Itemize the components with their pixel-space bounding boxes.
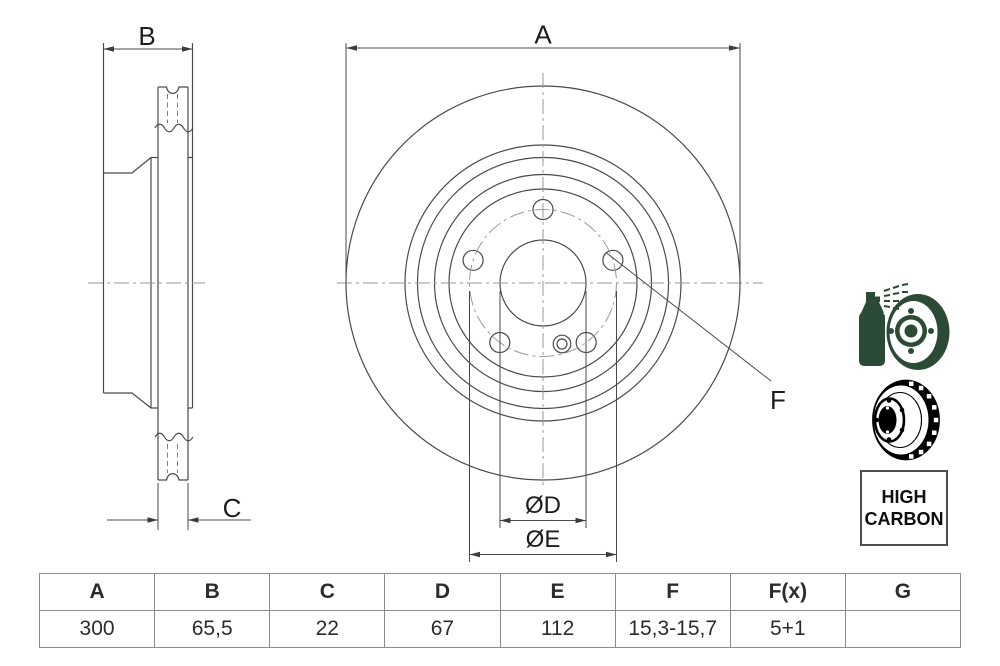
drum-edge-ticks [188, 156, 193, 409]
vented-disc-icon [872, 379, 940, 461]
spray-can-icon [859, 312, 885, 366]
table-header-cell: B [154, 573, 271, 611]
dimension-b: B [103, 21, 193, 52]
table-value-cell: 300 [38, 610, 156, 648]
vent-slots [909, 381, 939, 459]
bolt-circle-centerline [469, 209, 617, 357]
arrowhead-left-icon [188, 517, 199, 523]
high-carbon-text-line2: CARBON [864, 509, 944, 529]
front-view-centerlines [337, 73, 763, 485]
arrowhead-left-icon [346, 45, 357, 51]
arrowhead-right-icon [147, 517, 158, 523]
arrowhead-right-icon [182, 46, 193, 52]
table-value-cell [844, 610, 962, 648]
dim-label-a: A [534, 20, 552, 50]
pin-hole-inner [556, 338, 568, 350]
table-value-cell: 67 [384, 610, 501, 648]
dimension-a: A [345, 20, 741, 291]
spray-coated-disc-icon [859, 283, 950, 370]
dimension-spec-table: A B C D E F F(x) G 300 65,5 22 67 112 15… [38, 573, 962, 648]
break-line-top [154, 123, 194, 133]
dim-label-e: ØE [526, 526, 561, 553]
arrowhead-right-icon [729, 45, 740, 51]
table-header-cell: C [269, 573, 386, 611]
table-header-cell: D [384, 573, 501, 611]
high-carbon-text-line1: HIGH [881, 487, 927, 507]
leader-f: F [605, 252, 786, 415]
bolt-hole [532, 198, 554, 221]
dim-label-c: C [223, 493, 242, 523]
table-value-row: 300 65,5 22 67 112 15,3-15,7 5+1 [38, 610, 962, 648]
table-header-cell: G [844, 573, 962, 611]
table-value-cell: 5+1 [729, 610, 846, 648]
spray-mist [883, 283, 909, 310]
bolt-hole [462, 249, 484, 271]
table-value-cell: 15,3-15,7 [614, 610, 731, 648]
table-header-cell: F(x) [729, 573, 846, 611]
table-value-cell: 65,5 [154, 610, 271, 648]
dimension-c: C [107, 483, 251, 530]
dim-label-b: B [138, 21, 155, 51]
side-section-view [102, 43, 194, 481]
high-carbon-badge: HIGH CARBON [860, 470, 948, 546]
table-value-cell: 22 [269, 610, 386, 648]
bolt-hole [602, 249, 624, 271]
table-header-row: A B C D E F F(x) G [38, 573, 962, 611]
hat-bottom-profile [103, 392, 158, 409]
ring-bottom-edge [158, 473, 188, 481]
hat-top-profile [103, 156, 158, 174]
arrowhead-right-icon [575, 517, 586, 524]
dimension-d: ØD [499, 291, 587, 528]
break-line-bottom [154, 432, 194, 442]
arrowhead-right-icon [606, 551, 617, 558]
dim-label-d: ØD [525, 492, 561, 519]
table-header-cell: F [614, 573, 731, 611]
table-header-cell: A [38, 573, 156, 611]
dim-label-f: F [770, 385, 786, 415]
table-value-cell: 112 [499, 610, 616, 648]
dimension-e: ØE [469, 291, 617, 562]
ring-top-edge [158, 86, 188, 94]
arrowhead-left-icon [103, 46, 114, 52]
pin-hole-outer [552, 334, 572, 354]
arrowhead-left-icon [500, 517, 511, 524]
table-header-cell: E [499, 573, 616, 611]
arrowhead-left-icon [469, 551, 480, 558]
